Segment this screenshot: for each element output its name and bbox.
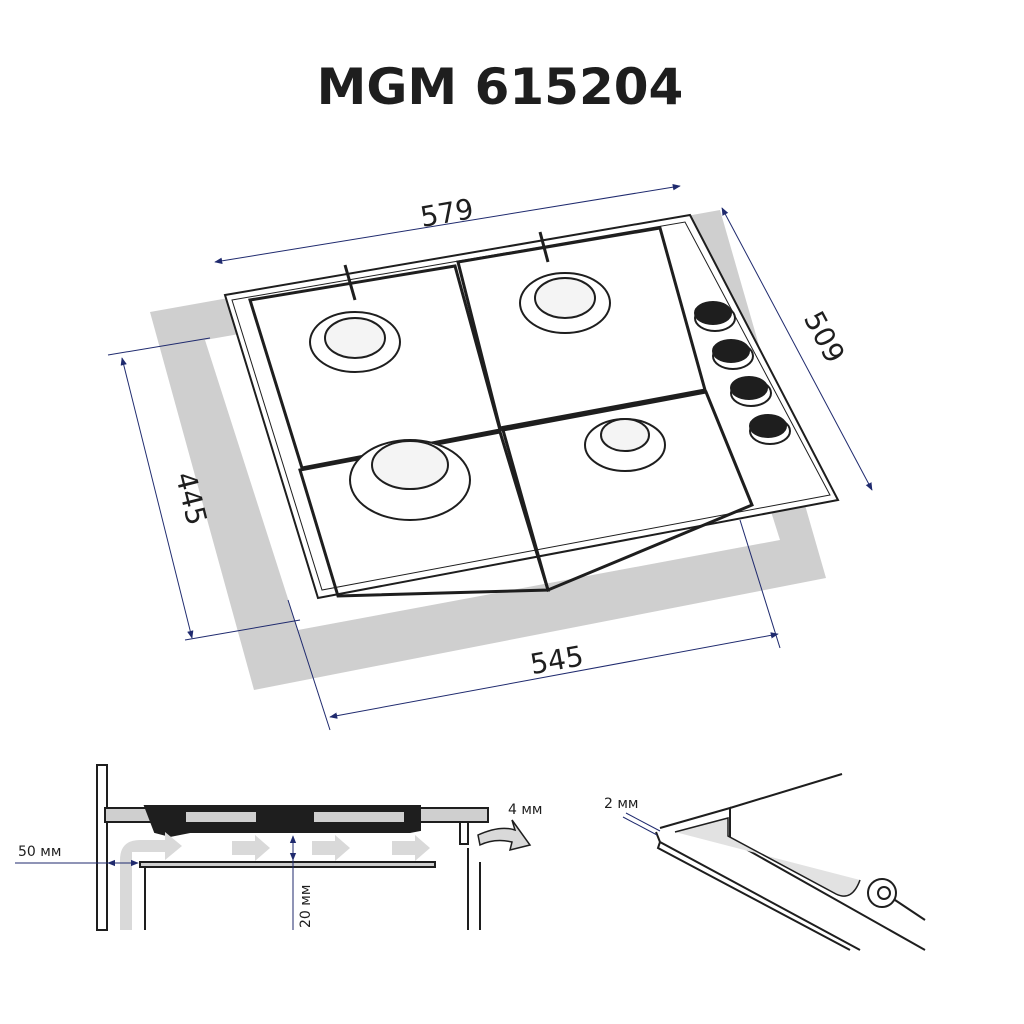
airflow-arrows bbox=[120, 819, 532, 930]
label-seal-thickness: 2 мм bbox=[604, 796, 638, 812]
label-under-gap: 20 мм bbox=[298, 885, 314, 928]
dim-depth-509: 509 bbox=[797, 306, 851, 369]
label-side-gap: 50 мм bbox=[18, 844, 61, 860]
section-view bbox=[96, 764, 489, 931]
label-vent-gap: 4 мм bbox=[508, 802, 542, 818]
seal-view bbox=[655, 773, 926, 951]
model-title: MGM 615204 bbox=[316, 58, 684, 116]
dim-cutout-width-545: 545 bbox=[528, 639, 586, 681]
burners bbox=[309, 272, 666, 521]
dim-width-579: 579 bbox=[418, 192, 476, 234]
